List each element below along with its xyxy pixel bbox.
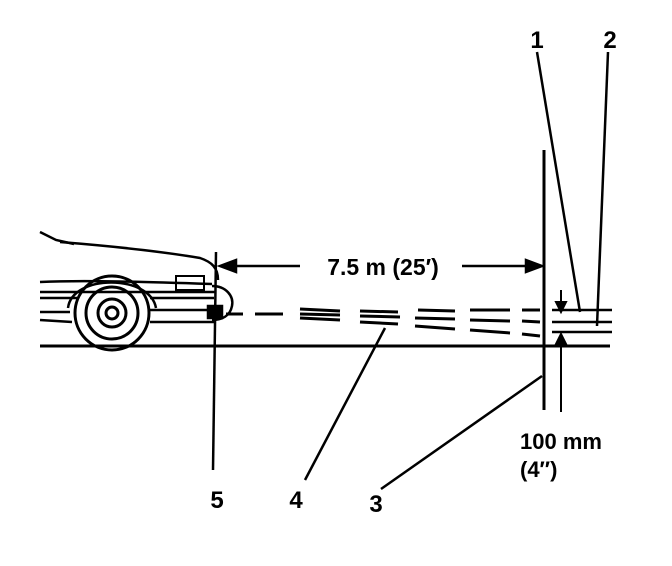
- drop-label-inch: (4″): [520, 457, 557, 482]
- callout-4: 4: [289, 487, 303, 514]
- front-wheel: [73, 274, 151, 352]
- light-beam-dashes: [226, 307, 541, 338]
- callout-3: 3: [369, 491, 382, 518]
- callout-5: 5: [210, 487, 223, 514]
- callout-leaders: [303, 51, 610, 491]
- callout-2: 2: [603, 27, 616, 54]
- drop-dimension: [554, 290, 568, 412]
- drop-label-mm: 100 mm: [520, 429, 602, 454]
- distance-dimension: [216, 258, 546, 274]
- callout-1: 1: [530, 27, 543, 54]
- headlamp-reference-line: [211, 251, 218, 471]
- distance-label: 7.5 m (25′): [327, 254, 439, 280]
